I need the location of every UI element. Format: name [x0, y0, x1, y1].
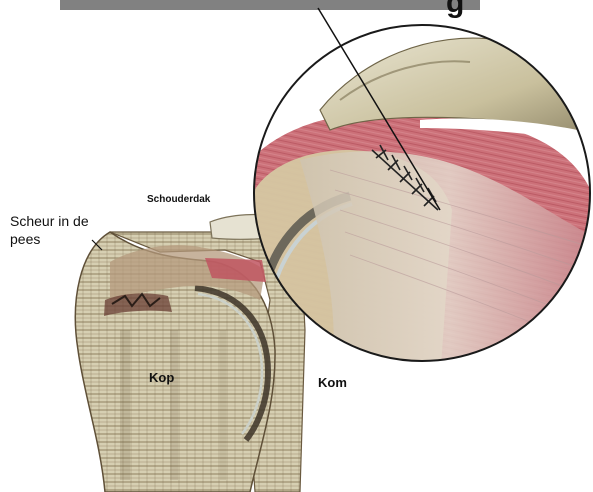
label-schouderdak: Schouderdak	[147, 194, 210, 205]
label-kom: Kom	[318, 375, 347, 390]
label-kop: Kop	[149, 370, 174, 385]
title-fragment: g	[60, 0, 480, 19]
label-scheur-in-de-pees: Scheur in de pees	[10, 212, 110, 248]
title-g: g	[446, 0, 464, 19]
